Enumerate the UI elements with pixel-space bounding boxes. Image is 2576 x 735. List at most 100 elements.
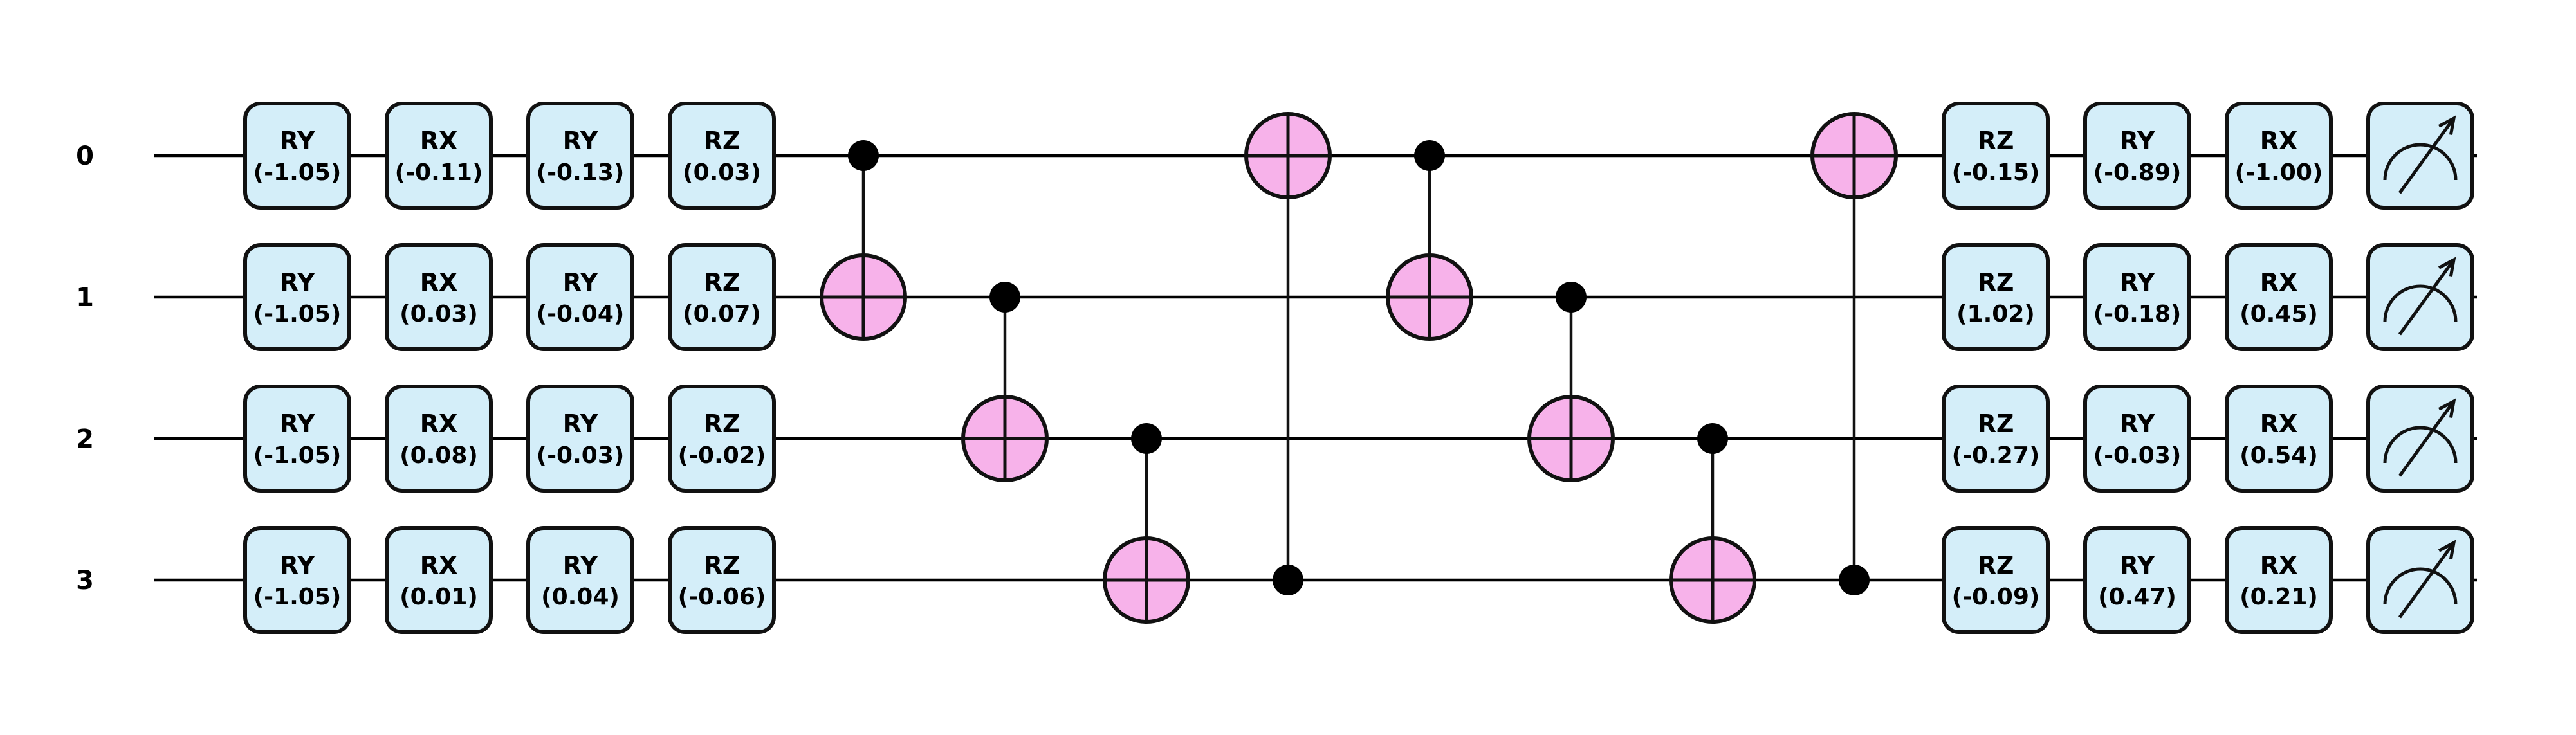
gate-box bbox=[2225, 385, 2333, 493]
gate-parameter: (1.02) bbox=[1956, 301, 2035, 327]
gate-parameter: (-0.04) bbox=[537, 301, 625, 327]
gate-box bbox=[526, 102, 634, 210]
gate-box bbox=[526, 526, 634, 634]
meter-icon bbox=[2366, 102, 2474, 210]
meter-icon bbox=[2366, 526, 2474, 634]
rotation-gate: RZ(0.03) bbox=[668, 102, 776, 210]
gate-name: RZ bbox=[1978, 551, 2014, 579]
rotation-gate: RY(-0.18) bbox=[2083, 243, 2191, 351]
rotation-gate: RZ (-0.09) bbox=[1942, 526, 2050, 634]
rotation-gate: RZ(-0.02) bbox=[668, 385, 776, 493]
gate-parameter: (-0.09) bbox=[1952, 584, 2040, 610]
rotation-gate: RX (0.01) bbox=[385, 526, 493, 634]
gate-box bbox=[668, 243, 776, 351]
gate-name: RY bbox=[280, 551, 315, 579]
cnot-gate bbox=[1527, 282, 1615, 482]
meter-arrowhead bbox=[2438, 540, 2456, 560]
rotation-gate: RZ(-0.15) bbox=[1942, 102, 2050, 210]
control-dot-icon bbox=[1131, 423, 1162, 454]
gate-box bbox=[385, 385, 493, 493]
rotation-gate: RZ (-0.27) bbox=[1942, 385, 2050, 493]
gate-parameter: (-1.05) bbox=[253, 442, 342, 469]
gate-box bbox=[2225, 526, 2333, 634]
gate-parameter: (-1.00) bbox=[2235, 159, 2323, 186]
cnot-gate bbox=[1669, 423, 1756, 624]
qubit-wires bbox=[154, 154, 2477, 582]
meter-needle bbox=[2398, 259, 2456, 336]
control-dot-icon bbox=[848, 140, 879, 171]
meter-needle bbox=[2398, 541, 2456, 619]
gate-box bbox=[1942, 526, 2050, 634]
gate-parameter: (-0.27) bbox=[1952, 442, 2040, 469]
gate-parameter: (0.21) bbox=[2240, 584, 2318, 610]
control-dot-icon bbox=[1414, 140, 1445, 171]
rotation-gate: RX (-0.11) bbox=[385, 102, 493, 210]
gate-name: RZ bbox=[704, 127, 741, 155]
meter-icon bbox=[2366, 385, 2474, 493]
rotation-gate: RY(-0.03) bbox=[2083, 385, 2191, 493]
qubit-label: 1 bbox=[76, 283, 94, 313]
rotation-gate: RX(-1.00) bbox=[2225, 102, 2333, 210]
rotation-gate: RY(-1.05) bbox=[243, 526, 351, 634]
meter-arc bbox=[2383, 143, 2458, 181]
gate-name: RY bbox=[2120, 268, 2155, 296]
gate-box bbox=[668, 526, 776, 634]
gate-parameter: (0.01) bbox=[400, 584, 478, 610]
control-dot-icon bbox=[1556, 282, 1587, 313]
gate-parameter: (0.54) bbox=[2240, 442, 2318, 469]
gate-box bbox=[2083, 526, 2191, 634]
meter-arrowhead bbox=[2438, 257, 2456, 277]
gate-parameter: (-0.11) bbox=[395, 159, 483, 186]
gate-parameter: (0.45) bbox=[2240, 301, 2318, 327]
cnot-gate bbox=[1244, 112, 1332, 595]
cnot-gate bbox=[961, 282, 1049, 482]
gates: RY(-1.05)RY(-1.05)RY(-1.05)RY(-1.05)RX(-… bbox=[243, 102, 2474, 634]
gate-name: RY bbox=[563, 551, 598, 579]
gate-name: RX bbox=[2260, 551, 2298, 579]
qubit-label: 0 bbox=[76, 141, 94, 171]
cnot-gate bbox=[1103, 423, 1190, 624]
gate-box bbox=[2083, 243, 2191, 351]
gate-name: RX bbox=[420, 127, 458, 155]
gate-box bbox=[526, 243, 634, 351]
gate-box bbox=[385, 526, 493, 634]
gate-box bbox=[2083, 385, 2191, 493]
gate-name: RX bbox=[2260, 268, 2298, 296]
gate-name: RZ bbox=[1978, 410, 2014, 438]
gate-box bbox=[668, 385, 776, 493]
gate-name: RY bbox=[563, 127, 598, 155]
rotation-gate: RZ(1.02) bbox=[1942, 243, 2050, 351]
gate-name: RZ bbox=[1978, 127, 2014, 155]
gate-parameter: (-1.05) bbox=[253, 301, 342, 327]
gate-box bbox=[243, 385, 351, 493]
gate-name: RX bbox=[420, 551, 458, 579]
cnot-gate bbox=[820, 140, 907, 341]
gate-box bbox=[526, 385, 634, 493]
gate-box bbox=[2225, 102, 2333, 210]
meter-needle bbox=[2398, 117, 2456, 194]
rotation-gate: RY(0.04) bbox=[526, 526, 634, 634]
meter-arrowhead bbox=[2438, 398, 2456, 419]
gate-name: RY bbox=[280, 127, 315, 155]
gate-name: RX bbox=[420, 410, 458, 438]
gate-name: RY bbox=[563, 268, 598, 296]
gate-name: RZ bbox=[704, 268, 741, 296]
cnot-gate bbox=[1810, 112, 1898, 595]
control-dot-icon bbox=[1273, 565, 1303, 595]
rotation-gate: RX (0.08) bbox=[385, 385, 493, 493]
gate-parameter: (-0.06) bbox=[678, 584, 766, 610]
meter-arc bbox=[2383, 284, 2458, 322]
rotation-gate: RX (0.21) bbox=[2225, 526, 2333, 634]
gate-name: RY bbox=[2120, 410, 2155, 438]
measurement-gate bbox=[2366, 243, 2474, 351]
cnot-gate bbox=[1386, 140, 1473, 341]
meter-arrowhead bbox=[2438, 115, 2456, 136]
gate-parameter: (0.08) bbox=[400, 442, 478, 469]
gate-name: RY bbox=[2120, 551, 2155, 579]
rotation-gate: RZ(0.07) bbox=[668, 243, 776, 351]
rotation-gate: RY(0.47) bbox=[2083, 526, 2191, 634]
rotation-gate: RY(-1.05) bbox=[243, 102, 351, 210]
gate-box bbox=[668, 102, 776, 210]
measurement-gate bbox=[2366, 102, 2474, 210]
